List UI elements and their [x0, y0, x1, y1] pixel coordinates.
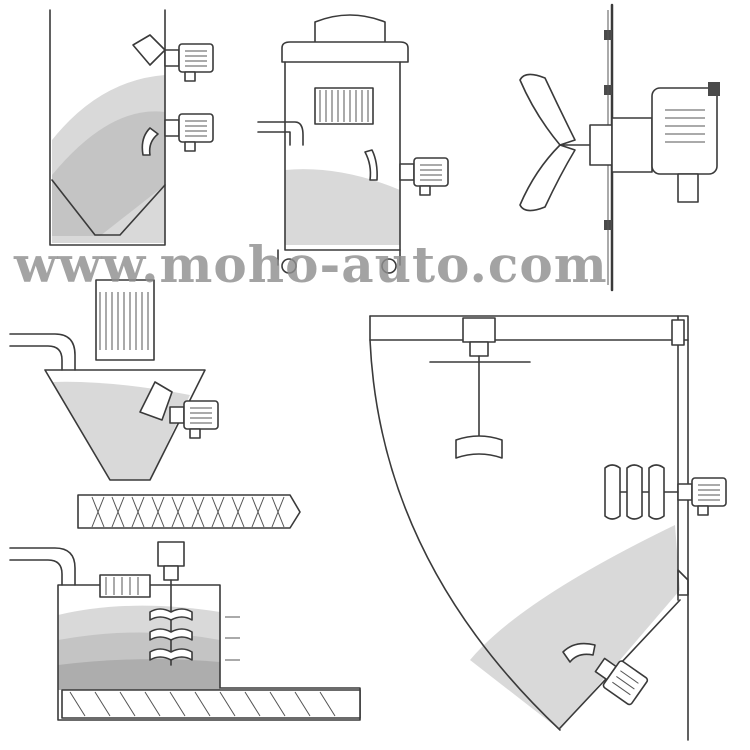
- paddle-level-switch-icon: [677, 477, 727, 516]
- paddle-level-switch-icon: [399, 157, 449, 196]
- paddle-level-switch-icon: [164, 113, 214, 152]
- paddle-level-switch-icon: [169, 400, 219, 439]
- large-silo-panel: [369, 315, 727, 741]
- paddle-level-switch-icon: [164, 43, 214, 82]
- watermark-text: www.moho-auto.com: [13, 235, 608, 294]
- feeder-panel: [9, 541, 361, 721]
- silo-panel: [49, 9, 214, 246]
- hopper-conveyor-panel: [9, 279, 301, 529]
- switch-detail-panel: [519, 3, 720, 292]
- screw-conveyor-icon: [77, 494, 301, 529]
- mobile-bin-panel: [257, 14, 449, 274]
